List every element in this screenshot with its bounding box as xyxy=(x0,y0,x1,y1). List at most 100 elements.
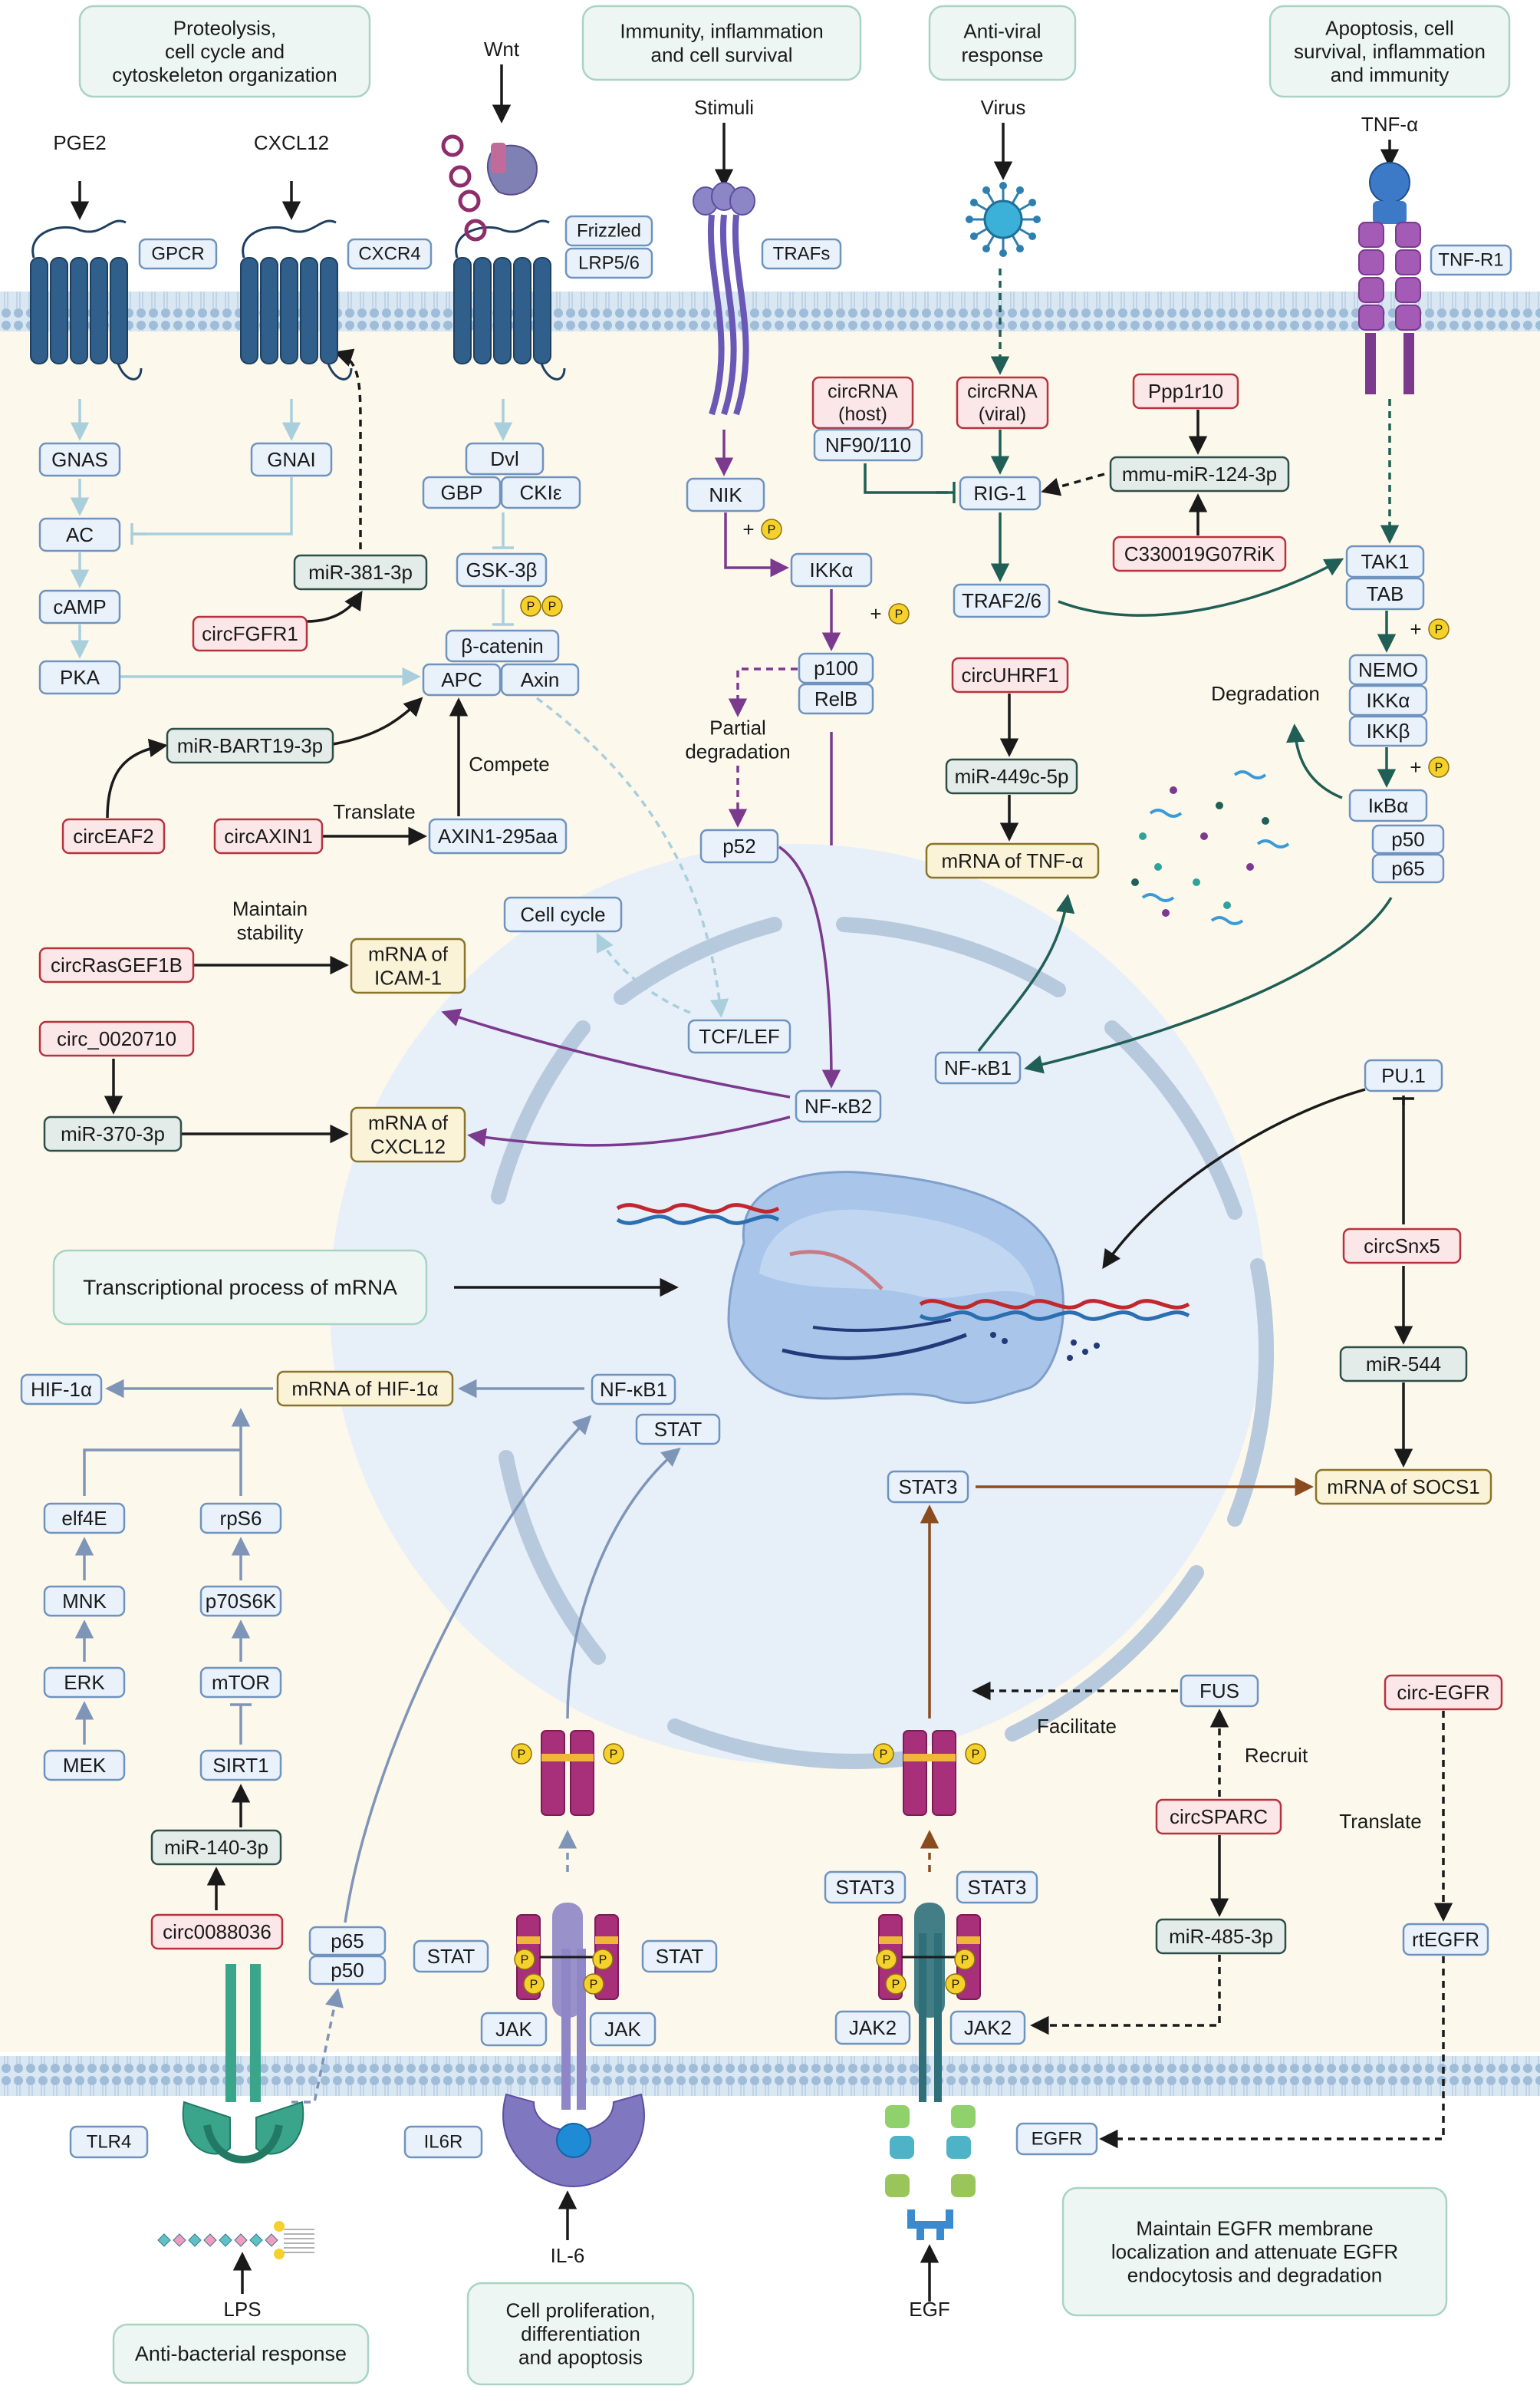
pka-text: PKA xyxy=(60,666,100,689)
jak2-r-node: JAK2 xyxy=(949,2010,1026,2045)
jak-r-text: JAK xyxy=(604,2018,641,2041)
il6r-receptor-icon xyxy=(502,1949,645,2188)
gnas-text: GNAS xyxy=(51,448,108,471)
gnas-box xyxy=(38,442,121,477)
egfr-receptor-icon xyxy=(885,1933,976,2240)
jak2-l-text: JAK2 xyxy=(849,2016,897,2039)
p65b-text: p65 xyxy=(331,1929,364,1952)
svg-text:+: + xyxy=(870,602,881,625)
circfgfr1-node: circFGFR1 xyxy=(192,615,308,652)
dvl-node: Dvl xyxy=(465,442,545,476)
p50a-text: p50 xyxy=(1391,828,1424,851)
circ0088-node: circ0088036 xyxy=(150,1913,284,1950)
circuhrf1-node: circUHRF1 xyxy=(951,657,1069,694)
p70s6k-node: p70S6K xyxy=(199,1585,282,1617)
mrna-cxcl12-box xyxy=(350,1106,466,1163)
cxcl12-text: CXCL12 xyxy=(254,131,329,154)
ckie-node: CKIε xyxy=(500,476,581,509)
recruit-text: Recruit xyxy=(1245,1744,1308,1767)
stat3-l-node: STAT3 xyxy=(824,1870,907,1904)
circuhrf1-box xyxy=(951,657,1069,694)
trafs-node: TRAFs xyxy=(761,238,842,270)
title-immunity-text-1: Immunity, inflammation xyxy=(620,20,823,43)
egf-label: EGF xyxy=(909,2298,949,2321)
mir140-box xyxy=(150,1829,282,1866)
stat-n-node: STAT xyxy=(635,1413,721,1445)
circaxin1-node: circAXIN1 xyxy=(213,818,324,855)
circaxin1-text: circAXIN1 xyxy=(224,825,313,848)
virus-text: Virus xyxy=(981,96,1026,119)
facilitate-text: Facilitate xyxy=(1037,1715,1117,1738)
pka-box xyxy=(38,660,121,695)
svg-text:+: + xyxy=(742,518,754,541)
stimuli-text: Stimuli xyxy=(694,96,754,119)
rps6-text: rpS6 xyxy=(220,1507,262,1530)
recruit-label: Recruit xyxy=(1245,1744,1308,1767)
axin295-box xyxy=(428,818,568,855)
nfkb1a-node: NF-κB1 xyxy=(934,1051,1022,1085)
nfkb2-cxcl12-arrow xyxy=(467,1115,791,1147)
mrna-hif-box xyxy=(276,1370,454,1407)
circ0020710-text: circ_0020710 xyxy=(57,1027,176,1050)
circrna-host-text-2: (host) xyxy=(838,404,887,425)
sirt1-node: SIRT1 xyxy=(199,1749,282,1781)
camp-text: cAMP xyxy=(53,595,106,618)
svg-text:P: P xyxy=(952,1979,960,1992)
mir544-box xyxy=(1339,1346,1468,1382)
phosphate-badge: P xyxy=(888,603,910,624)
pka-node: PKA xyxy=(38,660,121,695)
p65b-box xyxy=(308,1926,387,1956)
nemo-box xyxy=(1348,654,1428,686)
circegfr-box xyxy=(1384,1674,1503,1711)
gsk3b-box xyxy=(456,552,548,588)
stat3-l-text: STAT3 xyxy=(835,1876,894,1899)
partial-deg-text: Partial xyxy=(709,716,766,739)
phosphate-badge: P xyxy=(583,1973,604,1995)
cellcycle-node: Cell cycle xyxy=(503,896,623,933)
phosphate-badge: P xyxy=(511,1743,532,1765)
gnai-node: GNAI xyxy=(250,442,333,477)
mir140-text: miR-140-3p xyxy=(164,1836,268,1859)
circrasgef-node: circRasGEF1B xyxy=(38,947,195,984)
ikba-text: IκBα xyxy=(1368,794,1409,817)
pge2-label: PGE2 xyxy=(53,131,106,154)
stat-l-box xyxy=(413,1939,489,1973)
circrasgef-box xyxy=(38,947,195,984)
relb-node: RelB xyxy=(798,683,874,715)
svg-text:P: P xyxy=(972,1748,980,1761)
p65a-text: p65 xyxy=(1391,857,1424,880)
stat3-n-node: STAT3 xyxy=(887,1470,969,1504)
mrna-socs1-box xyxy=(1315,1468,1492,1505)
erk-node: ERK xyxy=(43,1666,126,1699)
mek-text: MEK xyxy=(63,1754,107,1777)
tnfa-text: TNF-α xyxy=(1361,113,1418,136)
nfkb1b-node: NF-κB1 xyxy=(591,1373,676,1405)
svg-text:+: + xyxy=(1410,618,1421,641)
mek-box xyxy=(43,1749,126,1781)
ac-node: AC xyxy=(38,517,121,552)
stat3-n-box xyxy=(887,1470,969,1504)
mir370-node: miR-370-3p xyxy=(43,1115,183,1152)
title-proteolysis-text-3: cytoskeleton organization xyxy=(112,64,337,87)
erk-text: ERK xyxy=(64,1671,105,1694)
mrna-cxcl12-text-2: CXCL12 xyxy=(370,1135,446,1158)
tcflef-cellcycle-arrow xyxy=(596,932,691,1014)
degradation-text: Degradation xyxy=(1211,682,1320,705)
circuhrf1-text: circUHRF1 xyxy=(961,664,1058,687)
mrna-icam-box xyxy=(350,937,466,994)
circegfr-node: circ-EGFR xyxy=(1384,1674,1503,1711)
traf26-node: TRAF2/6 xyxy=(953,583,1051,618)
gnas-node: GNAS xyxy=(38,442,121,477)
tnfa-label: TNF-α xyxy=(1361,113,1418,136)
circfgfr1-text: circFGFR1 xyxy=(202,622,298,645)
svg-text:P: P xyxy=(599,1954,607,1967)
phosphorylation-mark: +P xyxy=(1410,618,1450,641)
stat-l-node: STAT xyxy=(413,1939,489,1973)
jak-l-text: JAK xyxy=(495,2018,532,2041)
lps-molecule-icon xyxy=(157,2221,314,2259)
title-antibacterial-text: Anti-bacterial response xyxy=(135,2342,347,2365)
tlr4-receptor-icon xyxy=(182,1964,304,2163)
stat-r-text: STAT xyxy=(656,1945,704,1968)
gsk3b-text: GSK-3β xyxy=(466,559,538,582)
